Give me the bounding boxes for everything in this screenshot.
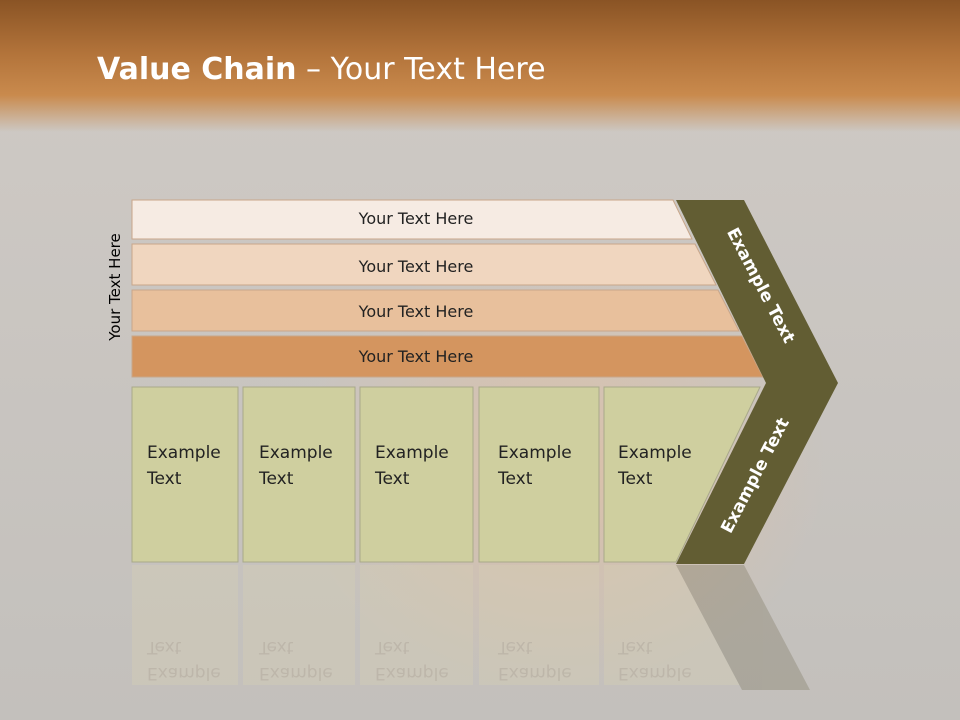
cell-2-text: Example Text	[259, 443, 333, 489]
cell-4-text: Example Text	[498, 443, 572, 489]
cell-1	[131, 386, 239, 563]
cell-3-text: Example Text	[375, 443, 449, 489]
cell-5-reflection: Example Text	[618, 637, 692, 683]
title-band	[0, 0, 960, 132]
row-4-label: Your Text Here	[358, 347, 474, 366]
cell-2-reflection: Example Text	[259, 637, 333, 683]
cell-1-text: Example Text	[147, 443, 221, 489]
row-2-label: Your Text Here	[358, 257, 474, 276]
row-1-label: Your Text Here	[358, 209, 474, 228]
cells-reflection	[132, 565, 810, 690]
row-1-bar	[131, 199, 693, 240]
row-3-label: Your Text Here	[358, 302, 474, 321]
cell-4-reflection: Example Text	[498, 637, 572, 683]
cell-3-reflection: Example Text	[375, 637, 449, 683]
slide-title: Value Chain – Your Text Here	[97, 52, 546, 87]
cell-4	[478, 386, 600, 563]
row-3-bar	[131, 289, 740, 332]
row-4-bar	[131, 335, 764, 378]
cell-5	[603, 386, 761, 563]
chevron-top	[676, 200, 838, 383]
row-2-bar	[131, 243, 717, 286]
chevron-bottom	[676, 383, 838, 564]
cell-5-text: Example Text	[618, 443, 692, 489]
cell-3	[359, 386, 474, 563]
cell-2	[242, 386, 356, 563]
cell-1-reflection: Example Text	[147, 637, 221, 683]
